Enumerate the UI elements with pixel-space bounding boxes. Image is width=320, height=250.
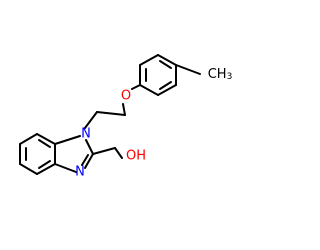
bond-double-inner bbox=[159, 81, 172, 90]
bond bbox=[36, 163, 56, 175]
bond bbox=[114, 147, 123, 159]
bond bbox=[175, 64, 201, 75]
bond-double-inner bbox=[159, 60, 172, 69]
bond bbox=[139, 54, 159, 66]
bond bbox=[19, 163, 38, 175]
bond bbox=[96, 111, 126, 116]
ethoxy-linker bbox=[84, 103, 126, 129]
atom-label-nitrogen-1: N bbox=[81, 127, 91, 142]
bond bbox=[84, 153, 94, 169]
bond bbox=[84, 111, 98, 129]
imidazole-ring bbox=[54, 135, 94, 173]
atom-label-hydroxyl: OH bbox=[126, 149, 146, 164]
benzimidazole-benzene-ring bbox=[19, 133, 56, 175]
bond bbox=[85, 139, 94, 155]
bond bbox=[131, 84, 141, 90]
atom-label-methyl: CH3 bbox=[208, 67, 233, 83]
bond bbox=[54, 135, 81, 145]
chemical-structure: O CH3 N N OH bbox=[19, 54, 233, 180]
bond bbox=[157, 84, 177, 96]
tolyl-ring bbox=[131, 54, 201, 96]
bond bbox=[54, 163, 77, 173]
bond bbox=[19, 133, 38, 145]
bond bbox=[139, 84, 159, 96]
hydroxymethyl-group bbox=[92, 147, 123, 159]
bond-double-inner bbox=[81, 154, 89, 166]
atom-label-ether-oxygen: O bbox=[121, 89, 131, 104]
bond bbox=[122, 103, 126, 116]
bond-double-inner bbox=[38, 160, 51, 169]
atom-label-nitrogen-3: N bbox=[75, 165, 85, 180]
bond-double-inner bbox=[38, 139, 51, 148]
bond bbox=[92, 147, 116, 155]
bond bbox=[36, 133, 56, 145]
bond bbox=[157, 54, 177, 66]
